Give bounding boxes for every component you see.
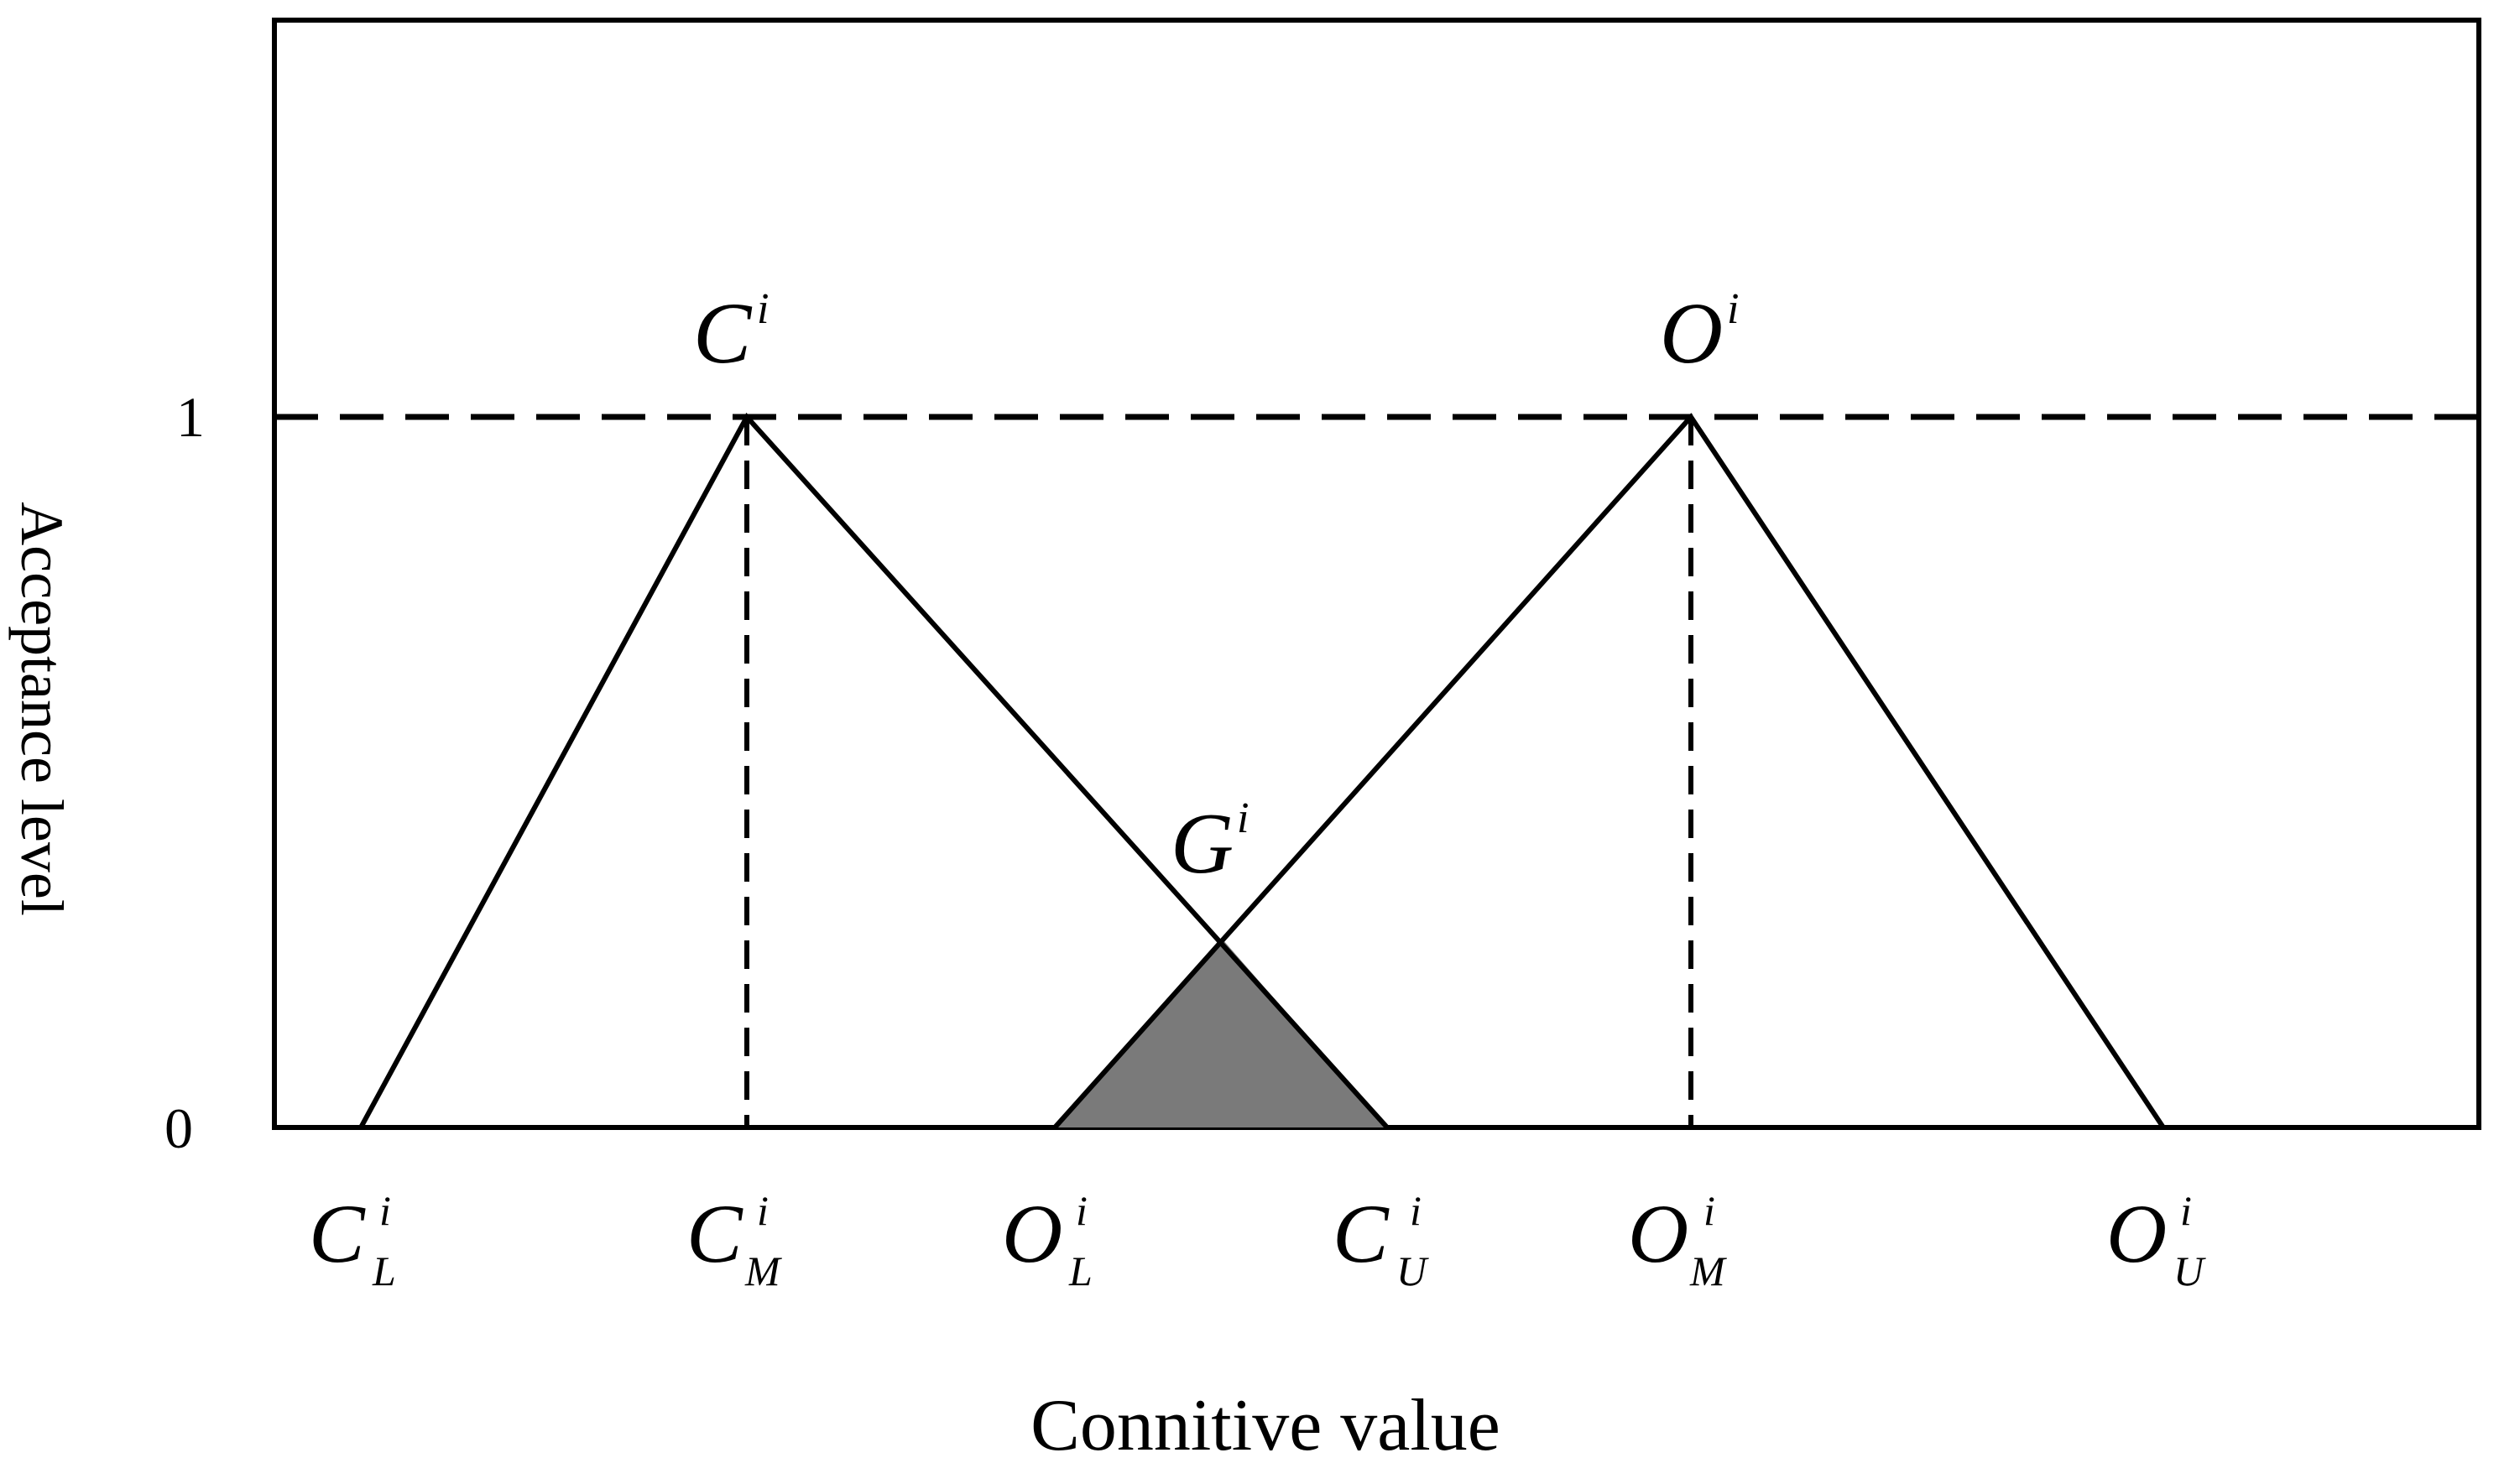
point-label-g-sup: i [1237, 794, 1249, 842]
x-label-c-u-letter: C [1333, 1187, 1390, 1280]
x-label-c-m-sup: i [757, 1187, 769, 1234]
x-label-c-l: C i L [309, 1187, 396, 1294]
point-label-o-letter: O [1660, 285, 1723, 382]
point-label-c-sup: i [757, 285, 769, 333]
point-label-c: C i [693, 285, 769, 382]
x-label-o-l-sub: L [1068, 1247, 1093, 1294]
x-label-o-u-letter: O [2106, 1187, 2167, 1280]
point-label-o-sup: i [1727, 285, 1739, 333]
x-label-o-u-sub: U [2173, 1247, 2206, 1294]
y-tick-zero: 0 [164, 1096, 193, 1160]
x-label-c-m-sub: M [744, 1247, 782, 1294]
x-label-o-l-letter: O [1002, 1187, 1062, 1280]
x-label-c-u: C i U [1333, 1187, 1429, 1294]
point-label-c-letter: C [693, 285, 753, 382]
x-label-c-u-sup: i [1410, 1187, 1422, 1234]
x-label-o-l: O i L [1002, 1187, 1093, 1294]
y-axis-title: Acceptance level [8, 502, 76, 916]
x-label-o-m: O i M [1628, 1187, 1727, 1294]
overlap-region [1055, 940, 1387, 1127]
point-label-g-letter: G [1171, 795, 1234, 892]
x-label-o-m-sup: i [1703, 1187, 1715, 1234]
x-label-c-m: C i M [686, 1187, 782, 1294]
x-label-o-l-sup: i [1076, 1187, 1088, 1234]
x-label-o-u: O i U [2106, 1187, 2206, 1294]
y-tick-one: 1 [176, 385, 205, 449]
point-label-g: G i [1171, 794, 1249, 892]
x-label-c-l-letter: C [309, 1187, 366, 1280]
x-label-c-l-sup: i [379, 1187, 391, 1234]
x-label-o-m-sub: M [1689, 1247, 1727, 1294]
x-label-c-m-letter: C [686, 1187, 743, 1280]
x-label-c-l-sub: L [372, 1247, 396, 1294]
plot-frame [272, 18, 2481, 1130]
x-label-o-u-sup: i [2180, 1187, 2192, 1234]
x-label-c-u-sub: U [1396, 1247, 1429, 1294]
x-label-o-m-letter: O [1628, 1187, 1688, 1280]
x-axis-title: Connitive value [1030, 1385, 1500, 1466]
point-label-o: O i [1660, 285, 1739, 382]
